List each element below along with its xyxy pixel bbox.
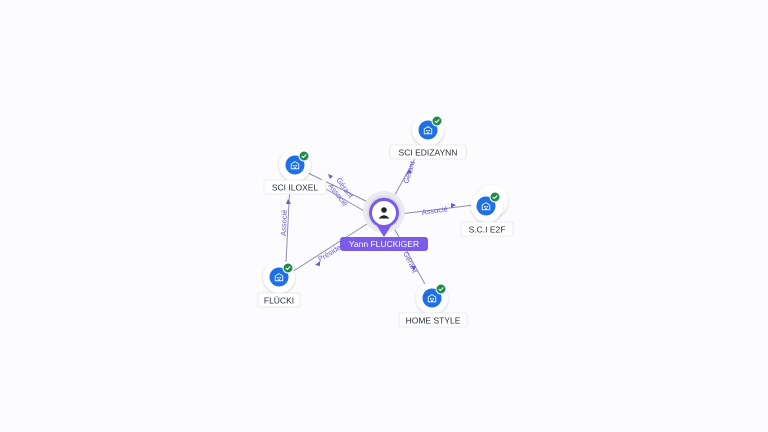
- company-node-sci-iloxel[interactable]: SCI ILOXEL: [263, 149, 327, 195]
- arrow-e2f: [451, 203, 456, 208]
- check-badge-icon: [435, 283, 447, 295]
- company-name: SCI EDIZAYNN: [399, 148, 458, 158]
- company-node-icon-bg: [269, 267, 289, 287]
- edge-label-gerant-edizaynn: Gérant: [401, 159, 417, 184]
- check-badge-icon: [298, 150, 310, 162]
- edge-gerant-iloxel: [305, 171, 373, 205]
- check-mark: [438, 287, 444, 292]
- check-badge-icon: [489, 191, 501, 203]
- company-node-icon-bg: [476, 196, 496, 216]
- person-icon: [378, 207, 390, 219]
- arrow-flucki: [315, 261, 320, 266]
- company-name: HOME STYLE: [406, 316, 461, 326]
- edge-associe-e2f: [399, 204, 475, 215]
- company-label-bg: [460, 221, 514, 237]
- check-mark: [301, 154, 307, 159]
- edge-label-associe-flucki-iloxel: Associé: [279, 210, 289, 237]
- company-node-icon-bg: [418, 120, 438, 140]
- company-node-home-style[interactable]: HOME STYLE: [398, 282, 468, 328]
- company-name: SCI ILOXEL: [272, 183, 319, 193]
- edge-label-associe-e2f: Associé: [421, 204, 448, 217]
- company-label-bg: [398, 312, 468, 328]
- company-name: FLÜCKI: [264, 296, 294, 306]
- person-name: Yann FLUCKIGER: [349, 239, 419, 249]
- company-node-flucki[interactable]: FLÜCKI: [257, 261, 301, 308]
- company-node-icon-bg: [422, 288, 442, 308]
- company-node-sci-e2f[interactable]: S.C.I E2F: [460, 185, 514, 237]
- arrow-home-style: [411, 266, 416, 271]
- check-badge-icon: [431, 115, 443, 127]
- edge-associe-flucki-iloxel: [285, 183, 291, 263]
- edge-president-flucki: [291, 221, 371, 273]
- company-name: S.C.I E2F: [469, 225, 506, 235]
- person-node[interactable]: Yann FLUCKIGER: [340, 191, 428, 251]
- edge-label-gerant-home-style: Gérant: [401, 250, 420, 275]
- company-label-bg: [257, 292, 301, 308]
- company-label-bg: [263, 179, 327, 195]
- person-label-bg: [340, 237, 428, 251]
- arrow-edizaynn: [406, 169, 412, 174]
- check-badge-icon: [282, 262, 294, 274]
- company-node-sci-edizaynn[interactable]: SCI EDIZAYNN: [389, 114, 467, 160]
- check-mark: [285, 266, 291, 271]
- person-avatar-bg: [372, 201, 396, 225]
- company-label-bg: [389, 144, 467, 160]
- arrow-iloxel-1: [328, 174, 333, 179]
- company-node-icon-bg: [285, 155, 305, 175]
- check-mark: [492, 195, 498, 200]
- check-mark: [434, 119, 440, 124]
- arrow-flucki-iloxel: [286, 199, 291, 204]
